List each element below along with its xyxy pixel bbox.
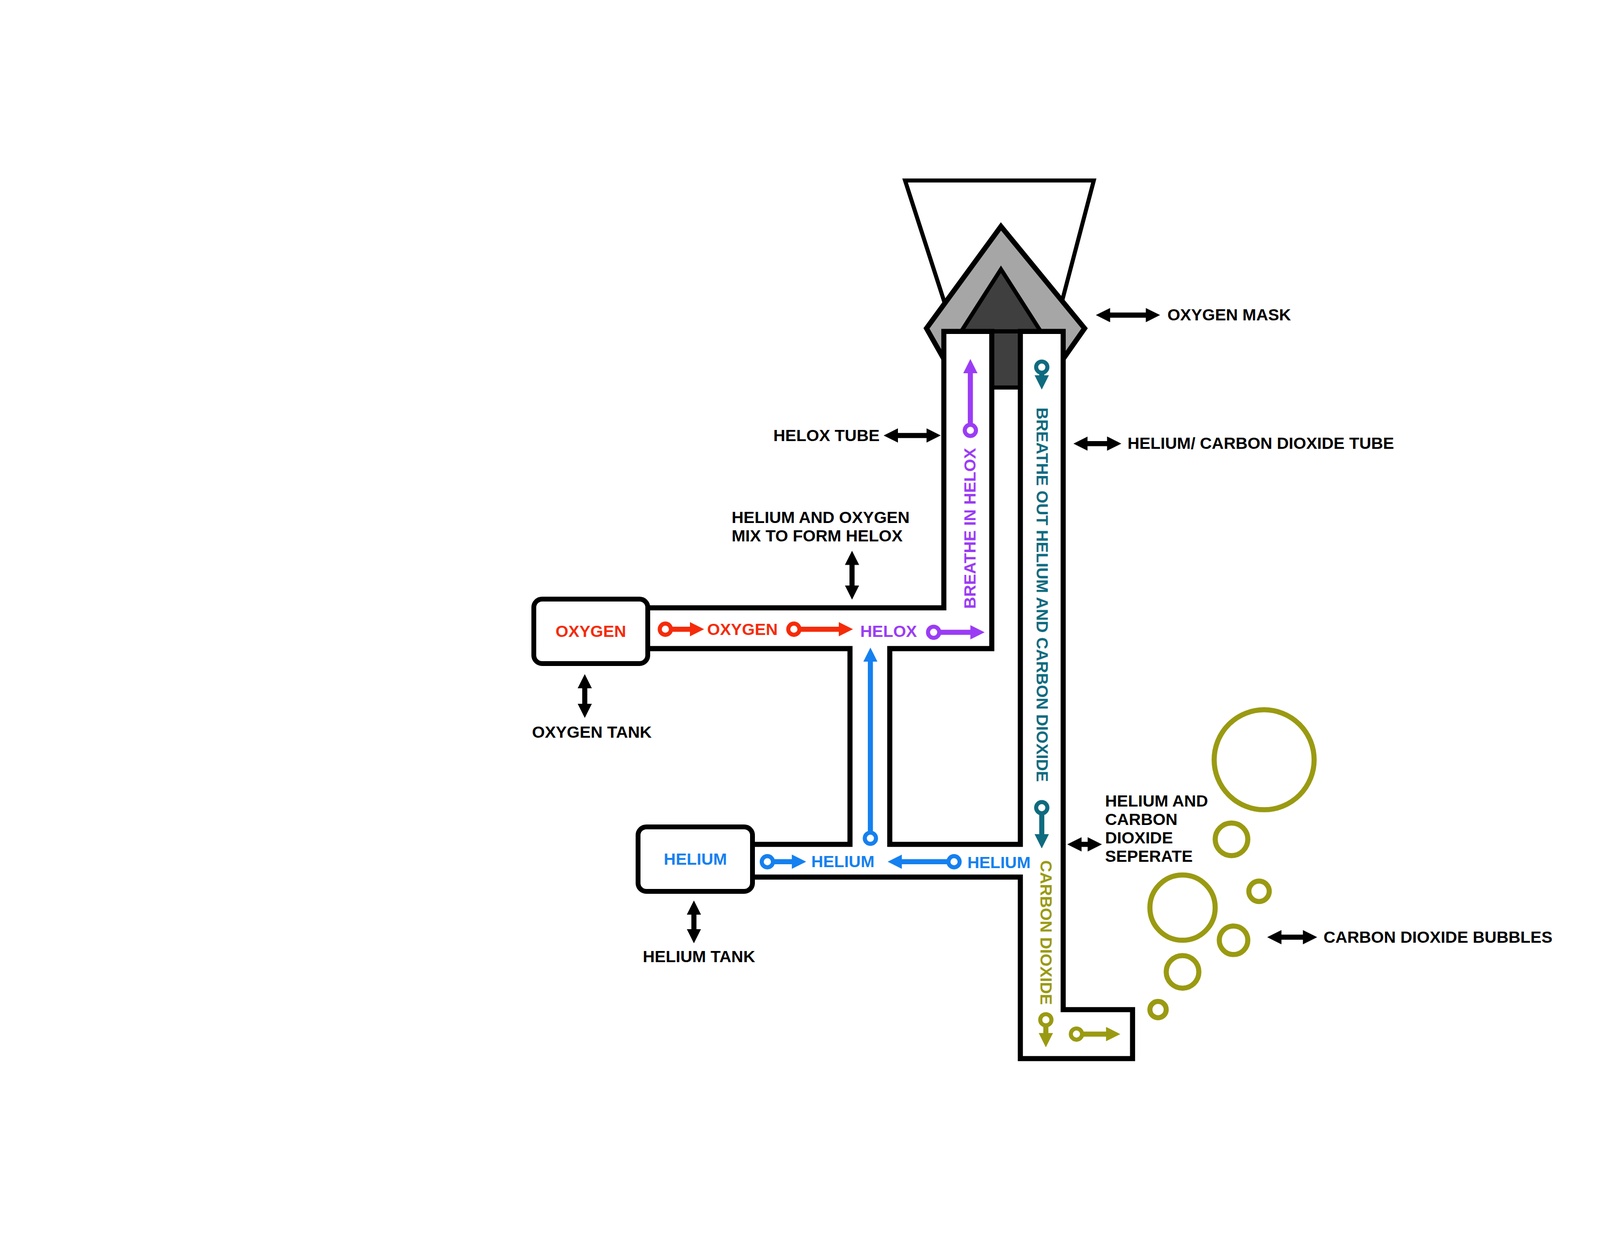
flow-arrow (1039, 814, 1045, 842)
flow-arrow-tail (864, 832, 877, 845)
callout-arrows (584, 315, 1311, 938)
callout-arrow (890, 432, 934, 439)
helium-riser-interior (849, 648, 890, 845)
callout-label: HELIUM AND OXYGEN MIX TO FORM HELOX (731, 508, 928, 545)
flow-arrow-tail (964, 424, 976, 436)
flow-label: BREATHE IN HELOX (960, 448, 980, 609)
flow-arrow (773, 859, 800, 865)
flow-arrow (1082, 1031, 1114, 1038)
bubble (1150, 875, 1216, 941)
flow-arrow (895, 859, 948, 865)
callout-label: HELIUM/ CARBON DIOXIDE TUBE (1127, 434, 1395, 454)
flow-arrow (1043, 1026, 1049, 1041)
flow-arrow-tail (1036, 361, 1048, 373)
callout-label: HELIUM AND CARBON DIOXIDE SEPERATE (1104, 791, 1222, 866)
flow-arrow-tail (659, 624, 672, 636)
callout-arrow (849, 558, 855, 593)
callout-label: OXYGEN TANK (531, 723, 652, 743)
tank-box: OXYGEN (531, 596, 650, 667)
callout-label: CARBON DIOXIDE BUBBLES (1323, 928, 1553, 948)
flow-arrow-tail (1036, 802, 1048, 814)
flow-arrow-tail (1040, 1014, 1052, 1026)
callout-arrow (691, 908, 697, 937)
mask-inner (992, 331, 1021, 388)
exhaust-outlet-interior (1063, 1009, 1133, 1059)
mask-inner (960, 269, 1041, 332)
flow-arrow-tail (788, 624, 800, 636)
flow-arrow (939, 629, 978, 636)
flow-arrow (867, 655, 874, 833)
tank-label: OXYGEN (555, 622, 626, 641)
callout-arrow (1103, 312, 1153, 319)
callout-arrow (1274, 934, 1311, 941)
flow-arrow (967, 366, 974, 425)
callout-label: OXYGEN MASK (1167, 305, 1292, 325)
exhale-tube-interior (1020, 331, 1063, 1059)
flow-label: HELIUM (811, 852, 875, 872)
helox-tube-interior (944, 331, 992, 649)
flow-arrow (800, 626, 847, 633)
callout-arrow (1074, 842, 1095, 848)
flow-label: CARBON DIOXIDE (1036, 860, 1056, 1005)
flow-label: OXYGEN (706, 620, 778, 640)
flow-arrow-tail (761, 856, 773, 868)
bubble (1215, 823, 1248, 856)
callout-arrow (582, 681, 588, 711)
bubble (1150, 1001, 1167, 1019)
bubble (1219, 926, 1248, 955)
callout-arrow (1080, 441, 1115, 447)
flow-label: BREATHE OUT HELIUM AND CARBON DIOXIDE (1032, 407, 1052, 783)
callout-label: HELOX TUBE (773, 426, 880, 446)
tank-label: HELIUM (663, 849, 727, 869)
flow-label: HELIUM (967, 853, 1031, 873)
flow-arrow-tail (1071, 1028, 1083, 1040)
flow-arrow-tail (928, 626, 940, 639)
bubble (1248, 881, 1270, 902)
bubble (1166, 955, 1199, 989)
callout-label: HELIUM TANK (642, 947, 756, 967)
oxygen-pipe-interior (650, 608, 992, 649)
flow-arrow (671, 626, 698, 633)
bubble (1214, 709, 1314, 810)
tank-box: HELIUM (635, 824, 755, 895)
flow-label: HELOX (860, 622, 917, 641)
flow-arrow-tail (948, 856, 960, 868)
